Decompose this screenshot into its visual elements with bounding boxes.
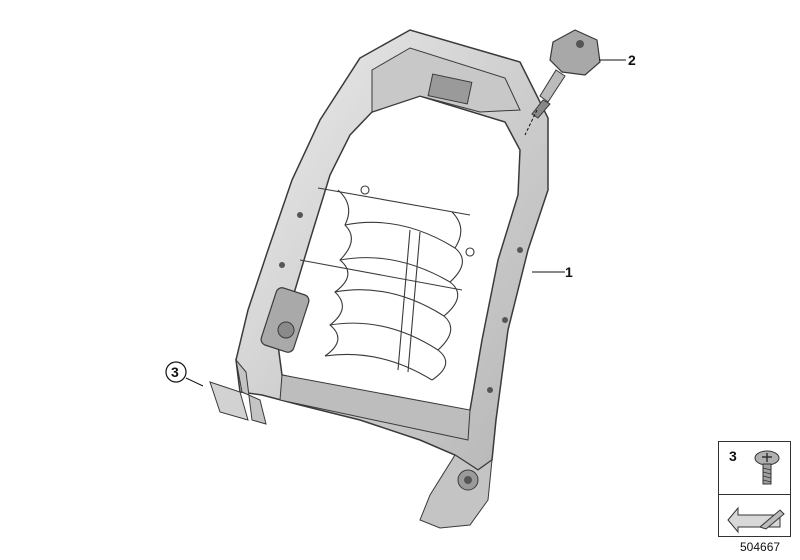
callout-2-label: 2 xyxy=(628,52,636,68)
seat-backrest-frame xyxy=(209,29,549,529)
legend-part-number: 3 xyxy=(729,448,737,464)
callout-1-label: 1 xyxy=(565,264,573,280)
callout-1: 1 xyxy=(532,264,573,280)
parts-legend: 3 xyxy=(718,441,791,537)
document-number: 504667 xyxy=(740,540,781,554)
callout-3: 3 xyxy=(165,361,204,387)
screw-icon xyxy=(754,450,780,485)
legend-divider xyxy=(719,494,790,495)
arrow-symbol-icon xyxy=(727,506,785,534)
spring-mat xyxy=(299,185,475,381)
headrest-guide xyxy=(531,29,601,119)
callout-2: 2 xyxy=(599,52,636,68)
recliner-motor xyxy=(260,287,310,353)
callout-3-label: 3 xyxy=(171,364,179,380)
